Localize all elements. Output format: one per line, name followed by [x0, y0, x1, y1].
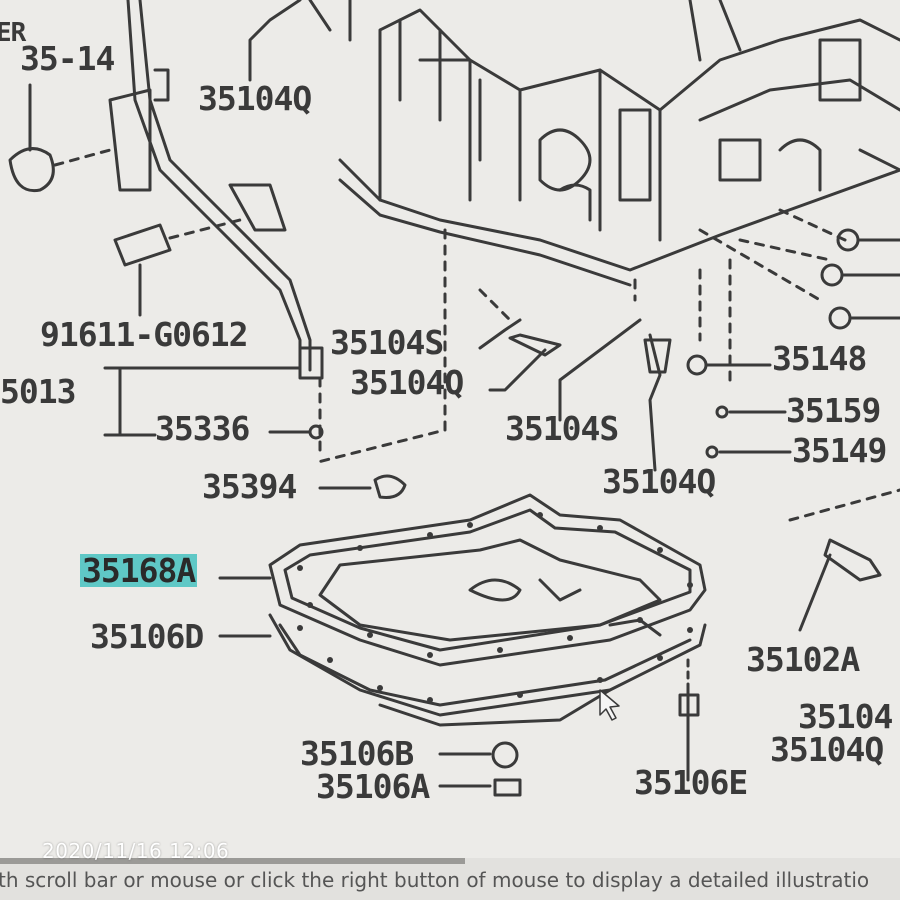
bolt-holes	[297, 512, 693, 703]
label-35106d[interactable]: 35106D	[90, 617, 204, 656]
label-35-14[interactable]: 35-14	[20, 39, 115, 78]
label-35159[interactable]: 35159	[786, 391, 881, 430]
label-35104q-r[interactable]: 35104Q	[770, 730, 884, 769]
oil-pan-drawing	[268, 493, 707, 727]
label-35104s-b[interactable]: 35104S	[505, 409, 619, 448]
label-35394[interactable]: 35394	[202, 467, 297, 506]
label-35104s-a[interactable]: 35104S	[330, 323, 444, 362]
dipstick-tube-drawing	[108, 0, 324, 380]
label-35149[interactable]: 35149	[792, 431, 887, 470]
label-35106a[interactable]: 35106A	[316, 767, 430, 806]
label-er: ER	[0, 18, 26, 48]
scrollbar-thumb[interactable]	[0, 858, 465, 864]
label-35106e[interactable]: 35106E	[634, 763, 748, 802]
label-91611-g0612[interactable]: 91611-G0612	[40, 315, 249, 354]
label-35148[interactable]: 35148	[772, 339, 867, 378]
bracket-drawing	[8, 83, 242, 317]
label-35104q-c[interactable]: 35104Q	[602, 462, 716, 501]
label-35106b[interactable]: 35106B	[300, 734, 414, 773]
label-35013[interactable]: 5013	[0, 372, 76, 411]
status-hint-text: th scroll bar or mouse or click the righ…	[0, 868, 870, 892]
horizontal-scrollbar[interactable]	[0, 858, 900, 900]
photo-timestamp: 2020/11/16 12:06	[42, 839, 230, 863]
label-35104-r[interactable]: 35104	[798, 697, 893, 736]
label-35104q-top[interactable]: 35104Q	[198, 79, 312, 118]
label-35102a[interactable]: 35102A	[746, 640, 860, 679]
valve-body-drawing	[308, 0, 900, 287]
mouse-cursor-icon	[599, 689, 620, 721]
leader-lines	[103, 0, 900, 797]
label-35104q-mid[interactable]: 35104Q	[350, 363, 464, 402]
label-35168a-selected[interactable]: 35168A	[80, 551, 198, 590]
label-35336[interactable]: 35336	[155, 409, 250, 448]
